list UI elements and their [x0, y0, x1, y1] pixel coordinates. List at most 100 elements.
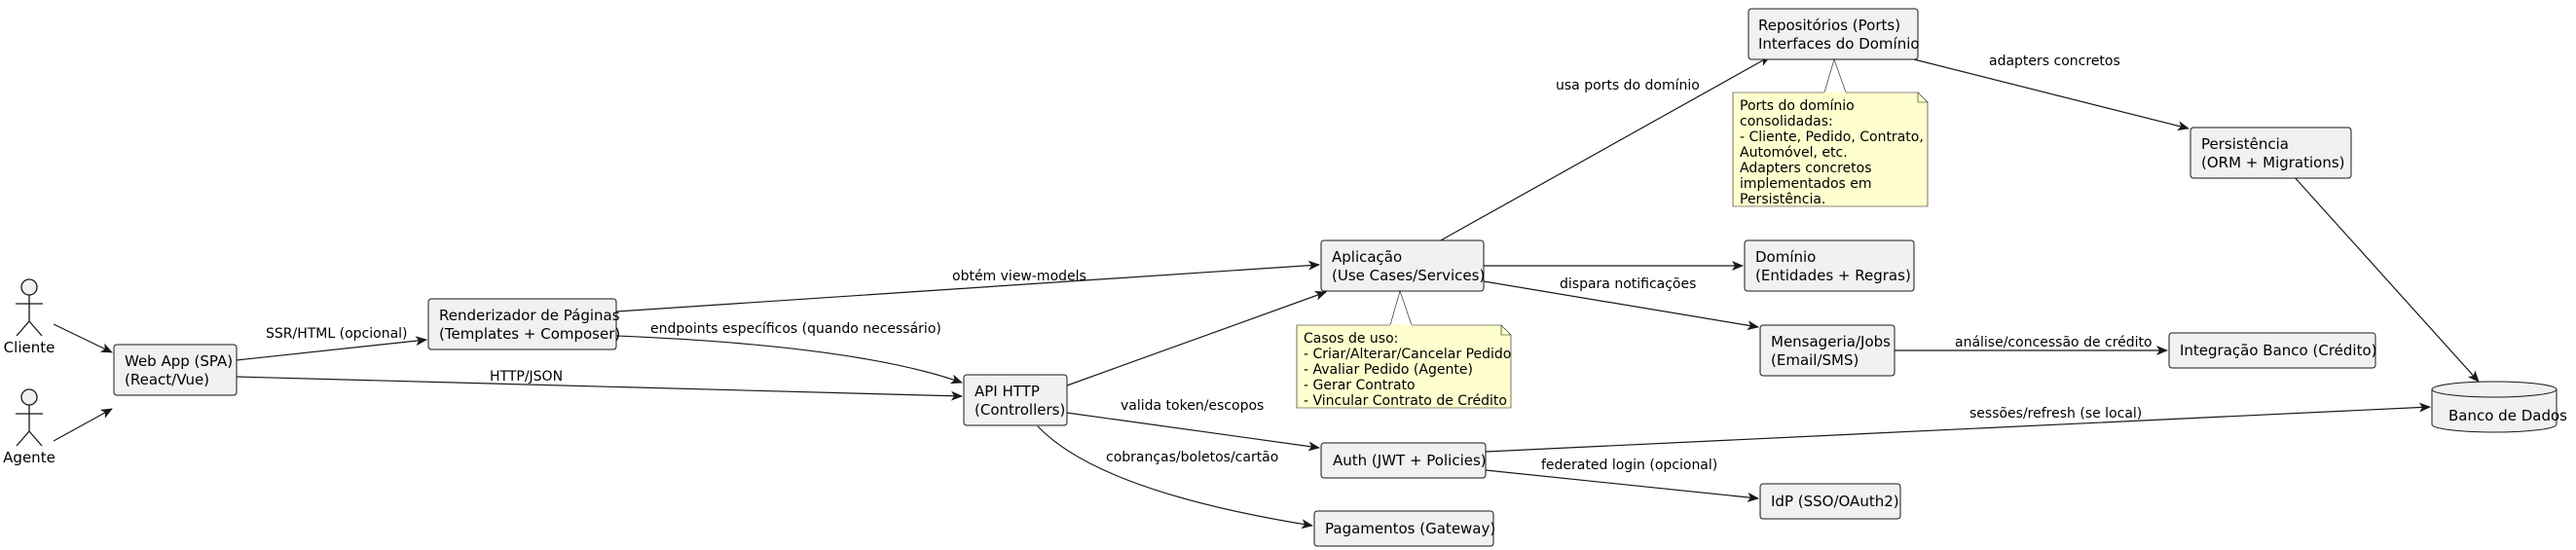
node-repos-line2: Interfaces do Domínio [1758, 35, 1920, 53]
node-bank: Integração Banco (Crédito) [2168, 332, 2376, 369]
label-endpoints: endpoints específicos (quando necessário… [650, 321, 941, 337]
node-db: Banco de Dados [2431, 381, 2567, 433]
label-adapters: adapters concretos [1989, 54, 2120, 69]
node-pay-line1: Pagamentos (Gateway) [1325, 520, 1495, 537]
actor-head [20, 388, 38, 406]
node-bank-line1: Integração Banco (Crédito) [2180, 342, 2376, 359]
edge-agente-webapp [53, 408, 113, 442]
note-fold [1917, 92, 1928, 103]
edge-app-msg [1483, 280, 1759, 331]
node-auth-line1: Auth (JWT + Policies) [1333, 452, 1487, 469]
note-usecases-line2: - Criar/Alterar/Cancelar Pedido [1304, 347, 1511, 362]
note-connector [1823, 58, 1847, 93]
note-ports-line2: consolidadas: [1740, 114, 1833, 129]
node-msg: Mensageria/Jobs (Email/SMS) [1759, 324, 1895, 377]
note-ports-line4: Automóvel, etc. [1740, 145, 1848, 161]
label-credit: análise/concessão de crédito [1955, 335, 2153, 350]
note-fold [1500, 325, 1511, 336]
label-billing: cobranças/boletos/cartão [1106, 450, 1278, 465]
node-box [963, 374, 1068, 426]
node-domain-line1: Domínio [1755, 248, 1816, 266]
label-ports: usa ports do domínio [1556, 78, 1700, 93]
note-usecases-line3: - Avaliar Pedido (Agente) [1304, 362, 1473, 378]
note-body [1732, 92, 1929, 207]
edge-auth-idp [1485, 469, 1759, 502]
node-app-line1: Aplicação [1332, 248, 1402, 266]
node-repos: Repositórios (Ports) Interfaces do Domín… [1748, 8, 1920, 60]
note-usecases-line5: - Vincular Contrato de Crédito [1304, 393, 1507, 409]
edge-labels: SSR/HTML (opcional) HTTP/JSON obtém view… [266, 54, 2153, 473]
actor-head [20, 278, 38, 296]
edges [53, 55, 2480, 530]
label-token: valida token/escopos [1121, 398, 1264, 414]
node-box [1748, 8, 1919, 60]
note-usecases-line4: - Gerar Contrato [1304, 378, 1416, 393]
node-renderer-line2: (Templates + Composer) [439, 325, 620, 343]
edge-api-app [1066, 291, 1327, 386]
node-api: API HTTP (Controllers) [963, 374, 1068, 426]
edge-cliente-webapp [53, 323, 113, 353]
node-domain: Domínio (Entidades + Regras) [1744, 239, 1915, 292]
node-persist-line2: (ORM + Migrations) [2201, 154, 2345, 171]
node-domain-line2: (Entidades + Regras) [1755, 267, 1911, 284]
node-box [1759, 324, 1895, 377]
node-box [1759, 483, 1901, 520]
node-box [1320, 442, 1487, 479]
node-db-line1: Banco de Dados [2448, 407, 2567, 424]
edge-renderer-api [615, 335, 963, 385]
node-persist-line1: Persistência [2201, 135, 2289, 153]
note-ports-line5: Adapters concretos [1740, 161, 1872, 176]
label-sessions: sessões/refresh (se local) [1969, 406, 2142, 422]
database-rim [2431, 388, 2558, 398]
note-connector [1389, 289, 1413, 326]
actor-body [16, 295, 43, 337]
node-webapp-line2: (React/Vue) [125, 371, 209, 388]
edge-auth-db [1485, 402, 2431, 453]
node-webapp: Web App (SPA) (React/Vue) [113, 344, 238, 396]
label-viewmodels: obtém view-models [952, 269, 1086, 284]
actor-cliente: Cliente [4, 278, 55, 356]
node-box [113, 344, 238, 396]
edge-repos-persist [1913, 58, 2190, 131]
label-ssr: SSR/HTML (opcional) [266, 326, 408, 342]
note-body [1296, 324, 1512, 409]
node-auth: Auth (JWT + Policies) [1320, 442, 1487, 479]
label-federated: federated login (opcional) [1541, 458, 1717, 473]
node-repos-line1: Repositórios (Ports) [1758, 17, 1900, 34]
node-renderer-line1: Renderizador de Páginas [439, 307, 620, 324]
actor-label-agente: Agente [3, 449, 55, 466]
node-box [1320, 239, 1485, 292]
note-usecases-line1: Casos de uso: [1304, 331, 1398, 347]
node-msg-line2: (Email/SMS) [1771, 351, 1858, 369]
node-box [2190, 127, 2352, 179]
node-pay: Pagamentos (Gateway) [1313, 510, 1495, 547]
node-app: Aplicação (Use Cases/Services) [1320, 239, 1485, 292]
edge-app-repos [1438, 55, 1771, 242]
actor-agente: Agente [3, 388, 55, 466]
note-usecases: Casos de uso: - Criar/Alterar/Cancelar P… [1296, 289, 1512, 409]
node-idp-line1: IdP (SSO/OAuth2) [1771, 493, 1899, 510]
note-ports: Ports do domínio consolidadas: - Cliente… [1732, 58, 1929, 207]
node-persist: Persistência (ORM + Migrations) [2190, 127, 2352, 179]
node-box [1313, 510, 1494, 547]
label-notify: dispara notificações [1560, 276, 1696, 292]
actor-body [16, 405, 43, 447]
node-box [1744, 239, 1915, 292]
edge-webapp-api [236, 376, 963, 401]
node-msg-line1: Mensageria/Jobs [1771, 333, 1891, 350]
note-ports-line1: Ports do domínio [1740, 98, 1855, 114]
edge-api-pay [1037, 425, 1313, 530]
node-renderer: Renderizador de Páginas (Templates + Com… [427, 298, 620, 350]
note-ports-line3: - Cliente, Pedido, Contrato, [1740, 129, 1924, 145]
note-ports-line6: implementados em [1740, 176, 1872, 192]
node-api-line2: (Controllers) [975, 401, 1065, 419]
edge-renderer-app [615, 260, 1320, 312]
edge-webapp-renderer [236, 336, 427, 361]
node-box [427, 298, 617, 350]
node-idp: IdP (SSO/OAuth2) [1759, 483, 1901, 520]
actor-label-cliente: Cliente [4, 339, 55, 356]
edge-api-auth [1066, 412, 1320, 452]
node-webapp-line1: Web App (SPA) [125, 352, 233, 370]
node-api-line1: API HTTP [975, 383, 1040, 400]
